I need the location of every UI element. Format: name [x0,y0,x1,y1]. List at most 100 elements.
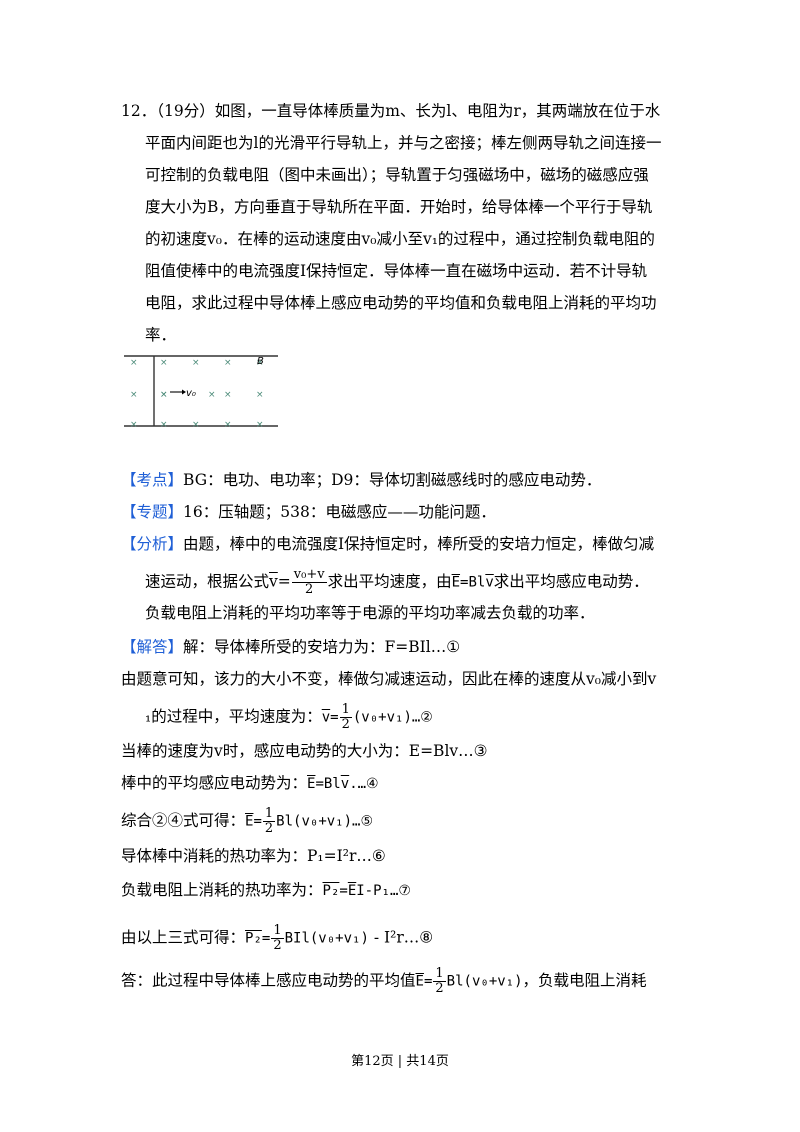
field-label: B [257,356,264,367]
jieda-row-8: 负载电阻上消耗的热功率为：P₂=EI-P₁…⑦ [121,880,411,901]
question-line-3: 可控制的负载电阻（图中未画出）；导轨置于匀强磁场中，磁场的磁感应强 [145,166,649,184]
field-cross: × [256,390,264,400]
field-cross: × [130,358,138,368]
fraction-numerator: 1 [262,806,276,822]
fraction-numerator: 1 [339,702,352,718]
kaodian-row: 【考点】BG：电功、电功率；D9：导体切割磁感线时的感应电动势． [121,470,601,490]
field-cross: × [256,420,264,430]
avg-e-symbol: E [415,973,424,990]
equals: = [423,973,433,990]
equals: = [330,709,339,726]
avg-v-symbol: v [269,572,278,591]
field-cross: × [160,420,168,430]
fenxi-line-3: 负载电阻上消耗的平均功率等于电源的平均功率减去负载的功率． [145,604,595,622]
avg-e-symbol: E [451,574,461,591]
rail-diagram: ×××××××××××××××× v₀ B [124,355,278,430]
avg-emf-formula: E=Blv [452,575,494,591]
fenxi-line-2-c: 求出平均感应电动势． [493,572,649,591]
equals: = [277,572,291,591]
field-cross: × [192,358,200,368]
fenxi-row-1: 【分析】由题，棒中的电流强度I保持恒定时，棒所受的安培力恒定，棒做匀减 [121,534,654,554]
velocity-arrow-head [182,389,186,395]
jieda-line-9-b: BIl(v₀+v₁) [284,930,369,947]
question-line-6: 阻值使棒中的电流强度I保持恒定．导体棒一直在磁场中运动．若不计导轨 [145,262,648,280]
avg-v-symbol-3: v [321,709,331,726]
jieda-tag: 【解答】 [121,638,184,656]
fenxi-tag: 【分析】 [121,535,184,553]
avg-p2-symbol: P₂ [245,930,262,947]
avg-v-symbol: v [340,776,350,792]
field-cross: × [130,390,138,400]
jieda-line-3-b: (v₀+v₁)…② [352,709,433,726]
jieda-line-5-b: .…④ [349,776,379,792]
question-line-1: 12．（19分）如图，一直导体棒质量为m、长为l、电阻为r，其两端放在位于水 [121,102,661,120]
avg-v-symbol-2: v [485,574,494,591]
question-line-5: 的初速度v₀．在棒的运动速度由v₀减小至v₁的过程中，通过控制负载电阻的 [145,230,655,248]
fraction-denominator: 2 [264,821,274,836]
jieda-line-10-a: 答：此过程中导体棒上感应电动势的平均值 [121,971,416,990]
field-cross: × [160,358,168,368]
jieda-line-6-b: Bl(v₀+v₁)…⑤ [276,813,374,830]
question-line-2: 平面内间距也为l的光滑平行导轨上，并与之密接；棒左侧两导轨之间连接一 [145,134,662,152]
jieda-line-9-c: - I²r…⑧ [368,928,434,947]
formula-mid: =Bl [315,776,341,792]
fraction-numerator: v₀+v [291,567,327,583]
jieda-line-9-a: 由以上三式可得： [121,928,246,947]
jieda-row-5: 棒中的平均感应电动势为：E=Blv.…④ [121,773,379,794]
jieda-line-2: 由题意可知，该力的大小不变，棒做匀减速运动，因此在棒的速度从v₀减小到v [121,670,657,688]
jieda-line-3-a: ₁的过程中，平均速度为： [145,707,322,726]
page-footer: 第12页 | 共14页 [351,1054,449,1069]
field-cross: × [160,390,168,400]
question-line-7: 电阻，求此过程中导体棒上感应电动势的平均值和负载电阻上消耗的平均功 [145,294,657,312]
zhuanti-row: 【专题】16：压轴题；538：电磁感应——功能问题． [121,502,496,522]
field-cross: × [130,420,138,430]
fraction-denominator: 2 [435,981,444,996]
avg-e-symbol: E [307,776,316,792]
fraction-denominator: 2 [305,582,314,597]
magnetic-field-crosses: ×××××××××××××××× [130,358,264,430]
jieda-line-8-b: I-P₁…⑦ [356,883,411,899]
kaodian-text: BG：电功、电功率；D9：导体切割磁感线时的感应电动势． [183,471,602,489]
jieda-line-5-a: 棒中的平均感应电动势为： [121,774,308,792]
field-cross: × [224,358,232,368]
fraction-denominator: 2 [341,717,350,732]
field-cross: × [192,420,200,430]
equals: = [339,883,348,899]
fenxi-line-1: 由题，棒中的电流强度I保持恒定时，棒所受的安培力恒定，棒做匀减 [183,535,655,553]
kaodian-tag: 【考点】 [121,471,184,489]
jieda-line-1: 解：导体棒所受的安培力为：F=BIl…① [183,638,461,656]
jieda-line-8-a: 负载电阻上消耗的热功率为： [121,881,323,899]
jieda-line-7: 导体棒中消耗的热功率为：P₁=I²r…⑥ [121,847,386,865]
jieda-row-1: 【解答】解：导体棒所受的安培力为：F=BIl…① [121,637,460,657]
jieda-line-6-a: 综合②④式可得： [121,811,246,830]
question-line-8: 率． [145,326,177,344]
fenxi-line-2-b: 求出平均速度，由 [327,572,452,591]
equals: = [261,930,271,947]
jieda-line-10-c: ，负载电阻上消耗 [522,971,647,990]
fraction-numerator: 1 [433,966,446,982]
field-cross: × [224,420,232,430]
formula-mid: =Bl [460,574,486,591]
equals: = [253,813,262,830]
question-line-4: 度大小为B，方向垂直于导轨所在平面．开始时，给导体棒一个平行于导轨 [145,198,653,216]
fraction-denominator: 2 [273,938,282,953]
field-cross: × [256,358,264,368]
field-cross: × [160,390,168,400]
field-cross: × [224,390,232,400]
jieda-line-10-b: Bl(v₀+v₁) [446,973,523,990]
avg-e-symbol: E [245,813,254,830]
zhuanti-tag: 【专题】 [121,503,184,521]
zhuanti-text: 16：压轴题；538：电磁感应——功能问题． [183,503,496,521]
fraction-numerator: 1 [271,923,284,939]
avg-e-symbol: E [347,883,357,899]
